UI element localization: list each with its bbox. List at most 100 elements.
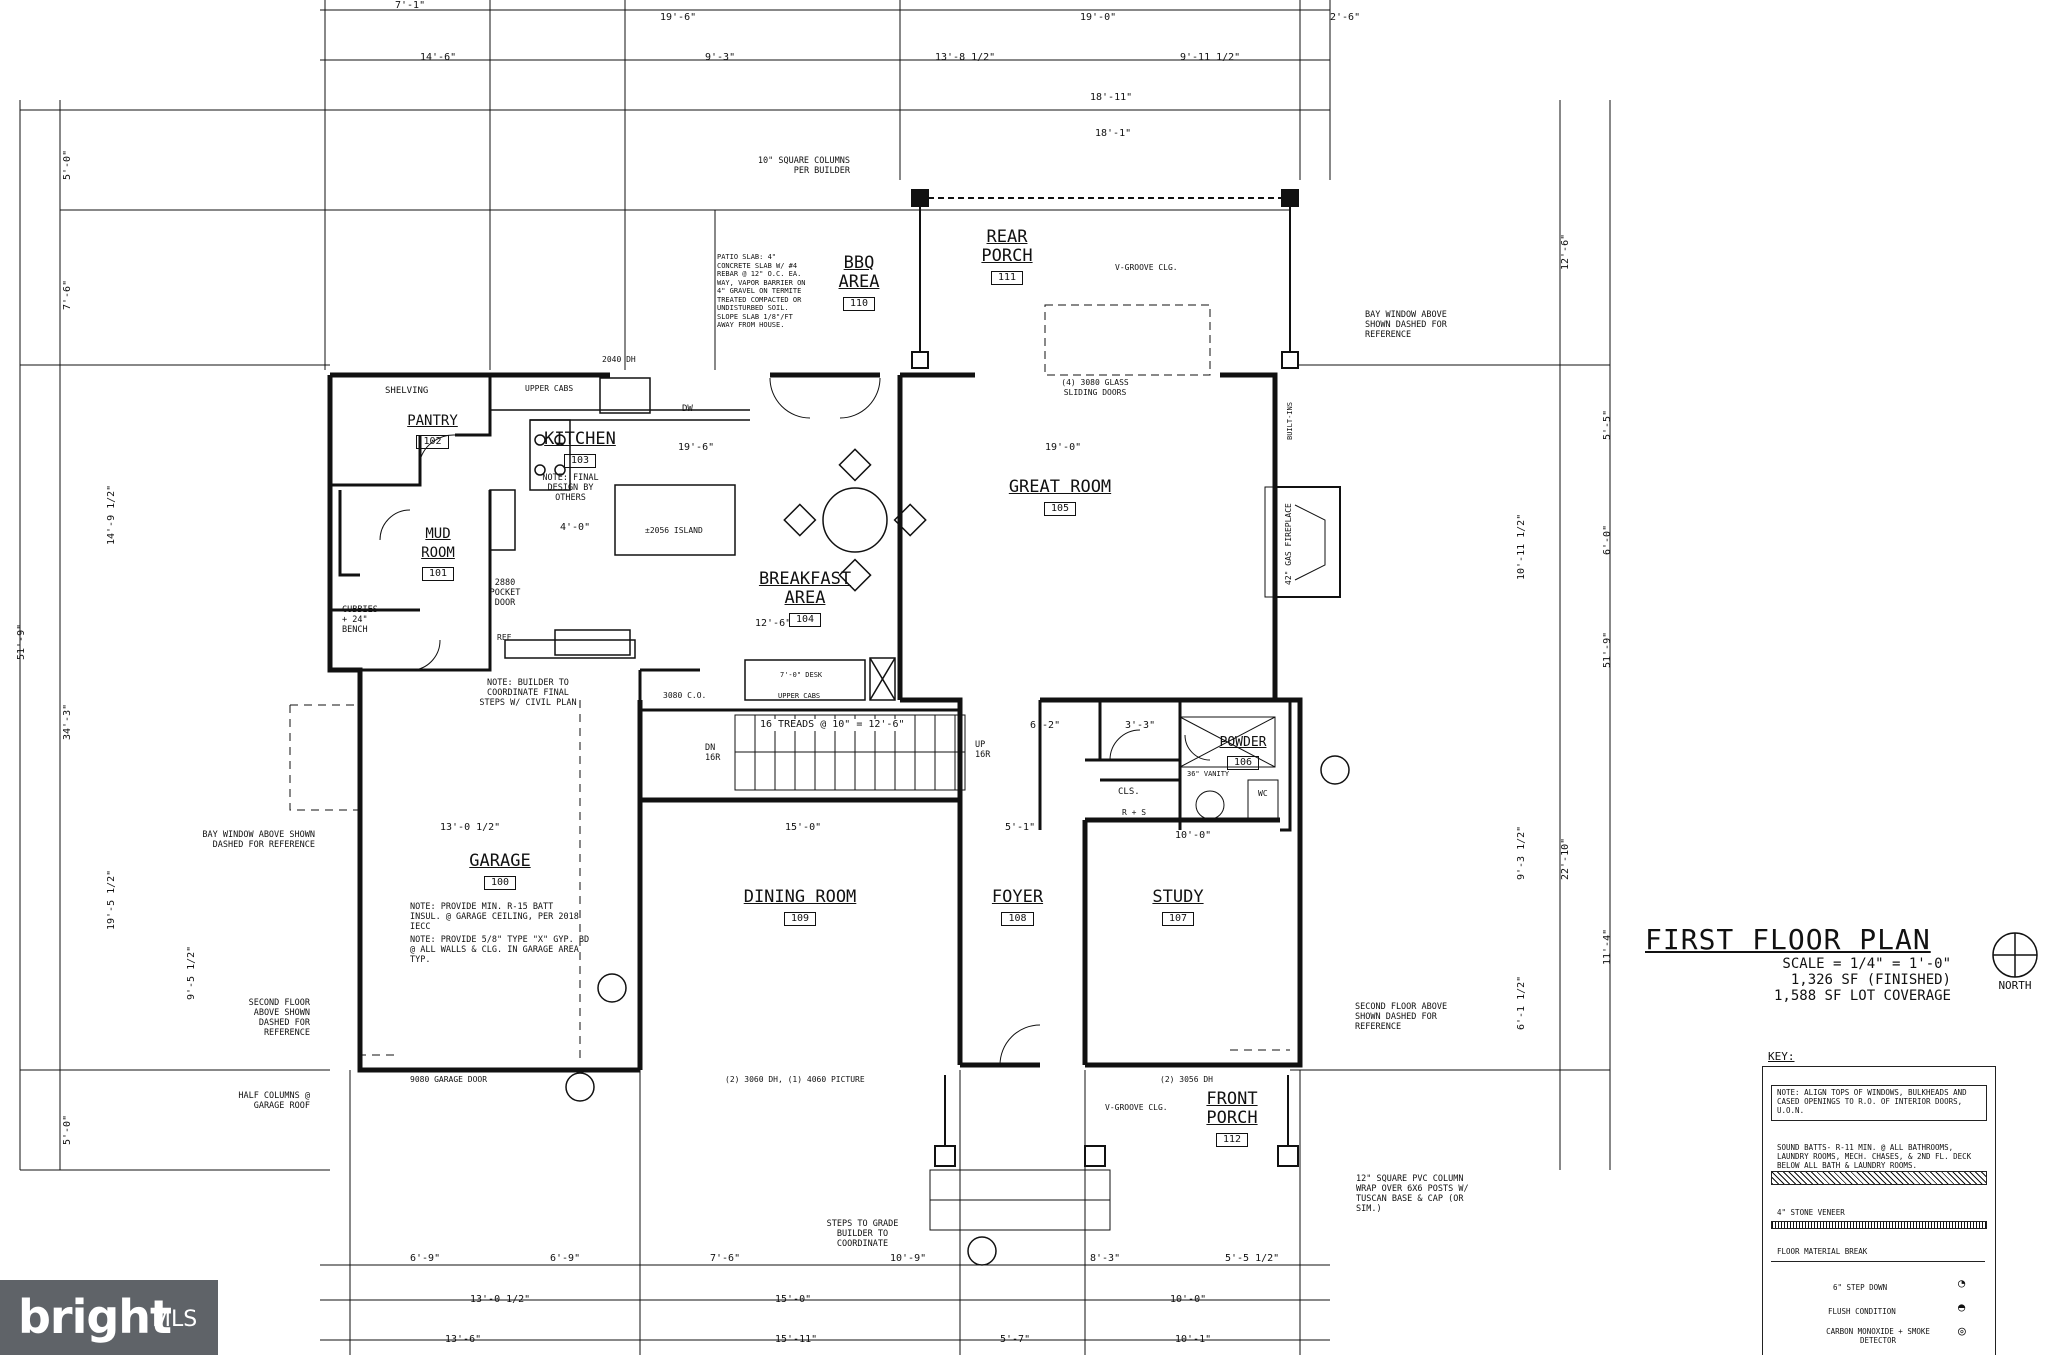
dim-right-9: 6'-1 1/2" bbox=[1516, 975, 1527, 1030]
builder-steps-note: NOTE: BUILDER TO COORDINATE FINAL STEPS … bbox=[479, 678, 577, 708]
room-number: 108 bbox=[1001, 912, 1034, 926]
dim-interior-2: 19'-0" bbox=[1045, 442, 1082, 453]
dim-right-2: 5'-5" bbox=[1602, 409, 1613, 440]
pocket-door-label: 2880 POCKET DOOR bbox=[489, 578, 521, 608]
bright-mls-logo: bright MLS bbox=[0, 1280, 218, 1355]
dim-right-4: 6'-0" bbox=[1602, 524, 1613, 555]
title-block: FIRST FLOOR PLAN SCALE = 1/4" = 1'-0" 1,… bbox=[1645, 923, 1975, 1005]
key-stone: 4" STONE VENEER bbox=[1777, 1208, 1845, 1217]
dim-right-7: 9'-3 1/2" bbox=[1516, 825, 1527, 880]
garage-gypsum-note: NOTE: PROVIDE 5/8" TYPE "X" GYP. BD @ AL… bbox=[410, 935, 590, 965]
wc-label: WC bbox=[1258, 789, 1268, 798]
logo-suffix: MLS bbox=[152, 1307, 198, 1332]
dim-right-8: 11'-4" bbox=[1602, 928, 1613, 965]
room-number: 111 bbox=[990, 271, 1024, 285]
dim-top-3: 19'-0" bbox=[1080, 12, 1117, 23]
room-dining: DINING ROOM 109 bbox=[730, 888, 870, 926]
room-name: STUDY bbox=[1152, 887, 1204, 907]
cubbies-label: CUBBIES + 24" BENCH bbox=[342, 605, 378, 635]
dim-interior-4: 13'-0 1/2" bbox=[440, 822, 501, 833]
room-number: 103 bbox=[563, 454, 597, 468]
dim-right-3: 10'-11 1/2" bbox=[1516, 513, 1527, 580]
key-note-box bbox=[1771, 1085, 1987, 1121]
room-name: DINING ROOM bbox=[743, 887, 857, 907]
dim-top-5: 14'-6" bbox=[420, 52, 457, 63]
room-name: POWDER bbox=[1219, 735, 1267, 750]
dim-left-4: 34'-3" bbox=[62, 703, 73, 740]
room-number: 100 bbox=[483, 876, 517, 890]
dim-interior-5: 15'-0" bbox=[785, 822, 822, 833]
front-vgroove-label: V-GROOVE CLG. bbox=[1105, 1103, 1168, 1112]
dim-top-8: 9'-11 1/2" bbox=[1180, 52, 1241, 63]
room-number: 107 bbox=[1161, 912, 1195, 926]
break-line bbox=[1771, 1261, 1985, 1262]
upper-cabs-label: UPPER CABS bbox=[525, 384, 574, 393]
room-number: 112 bbox=[1215, 1133, 1249, 1147]
room-number: 101 bbox=[421, 567, 455, 581]
island-label: ±2056 ISLAND bbox=[645, 526, 703, 535]
finished-sf: 1,326 SF (FINISHED) bbox=[1790, 972, 1951, 988]
room-name: GREAT ROOM bbox=[1008, 477, 1112, 497]
second-floor-left-callout: SECOND FLOOR ABOVE SHOWN DASHED FOR REFE… bbox=[248, 998, 310, 1038]
window-2040-label: 2040 DH bbox=[602, 355, 636, 364]
ref-label: REF bbox=[497, 633, 512, 642]
cased-opening-label: 3080 C.O. bbox=[663, 691, 707, 700]
dn-16r-label: DN 16R bbox=[705, 743, 721, 763]
dim-top-1: 7'-1" bbox=[395, 0, 426, 11]
dim-bottom-8: 15'-0" bbox=[775, 1294, 812, 1305]
dim-top-6: 9'-3" bbox=[705, 52, 736, 63]
up-16r-label: UP 16R bbox=[975, 740, 991, 760]
north-label: NORTH bbox=[1998, 979, 2032, 992]
plan-title: FIRST FLOOR PLAN bbox=[1645, 923, 1931, 956]
room-number: 110 bbox=[842, 297, 876, 311]
dim-left-6: 19'-5 1/2" bbox=[106, 869, 117, 930]
room-number: 105 bbox=[1043, 502, 1077, 516]
lot-coverage: 1,588 SF LOT COVERAGE bbox=[1773, 988, 1951, 1004]
dishwasher-label: DW bbox=[682, 404, 693, 414]
columns-callout: 10" SQUARE COLUMNS PER BUILDER bbox=[757, 156, 850, 176]
dim-interior-10: 3'-3" bbox=[1125, 720, 1156, 731]
vanity-label: 36" VANITY bbox=[1187, 770, 1230, 778]
dim-bottom-4: 10'-9" bbox=[890, 1253, 927, 1264]
dim-left-5: 51'-9" bbox=[16, 623, 27, 660]
dim-top-10: 18'-1" bbox=[1095, 128, 1132, 139]
garage-insulation-note: NOTE: PROVIDE MIN. R-15 BATT INSUL. @ GA… bbox=[410, 902, 579, 932]
key-step: 6" STEP DOWN bbox=[1833, 1283, 1888, 1292]
kitchen-note: NOTE: FINAL DESIGN BY OTHERS bbox=[542, 473, 599, 503]
dim-right-6: 22'-10" bbox=[1560, 837, 1571, 880]
key-flush: FLUSH CONDITION bbox=[1828, 1307, 1896, 1316]
rear-vgroove-label: V-GROOVE CLG. bbox=[1115, 263, 1178, 272]
dim-interior-3: 12'-6" bbox=[755, 618, 792, 629]
room-rear-porch: REAR PORCH 111 bbox=[972, 228, 1042, 285]
dim-right-5: 51'-9" bbox=[1602, 631, 1613, 668]
dim-bottom-3: 7'-6" bbox=[710, 1253, 741, 1264]
north-arrow: NORTH bbox=[1995, 978, 2035, 992]
dim-left-3: 14'-9 1/2" bbox=[106, 484, 117, 545]
room-name: BREAKFAST AREA bbox=[758, 569, 852, 608]
dim-bottom-2: 6'-9" bbox=[550, 1253, 581, 1264]
room-pantry: PANTRY 102 bbox=[400, 412, 465, 450]
built-ins-label: BUILT-INS bbox=[1286, 402, 1294, 440]
dim-bottom-11: 15'-11" bbox=[775, 1334, 818, 1345]
key-note: NOTE: ALIGN TOPS OF WINDOWS, BULKHEADS A… bbox=[1777, 1088, 1967, 1115]
key-break: FLOOR MATERIAL BREAK bbox=[1777, 1247, 1868, 1256]
dim-left-1: 5'-0" bbox=[62, 149, 73, 180]
dim-top-7: 13'-8 1/2" bbox=[935, 52, 996, 63]
dim-bottom-10: 13'-6" bbox=[445, 1334, 482, 1345]
room-number: 106 bbox=[1226, 756, 1260, 770]
pvc-wrap-callout: 12" SQUARE PVC COLUMN WRAP OVER 6X6 POST… bbox=[1356, 1174, 1469, 1214]
room-name: FOYER bbox=[991, 887, 1044, 907]
half-columns-callout: HALF COLUMNS @ GARAGE ROOF bbox=[238, 1091, 310, 1111]
steps-to-grade-callout: STEPS TO GRADE BUILDER TO COORDINATE bbox=[826, 1219, 899, 1249]
room-name: FRONT PORCH bbox=[1206, 1089, 1258, 1128]
legend-key: NOTE: ALIGN TOPS OF WINDOWS, BULKHEADS A… bbox=[1762, 1066, 1996, 1355]
dim-bottom-13: 10'-1" bbox=[1175, 1334, 1212, 1345]
sound-batts-swatch bbox=[1771, 1171, 1987, 1185]
room-name: MUD ROOM bbox=[421, 526, 455, 561]
plan-scale: SCALE = 1/4" = 1'-0" bbox=[1782, 956, 1951, 972]
dim-left-2: 7'-6" bbox=[62, 279, 73, 310]
room-study: STUDY 107 bbox=[1138, 888, 1218, 926]
dim-top-4: 2'-6" bbox=[1330, 12, 1361, 23]
